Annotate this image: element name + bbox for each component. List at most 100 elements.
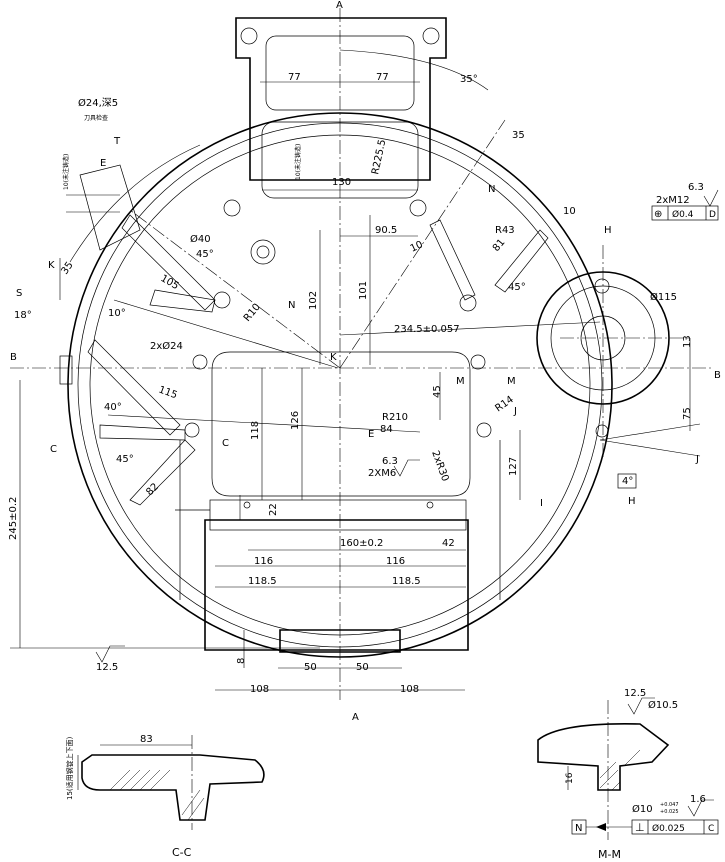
dim-102: 102: [308, 291, 319, 310]
marker-c-left: C: [50, 444, 57, 455]
dia-40: Ø40: [190, 233, 211, 245]
r14: R14: [493, 394, 515, 414]
dim-118-5-right: 118.5: [392, 576, 421, 587]
dim-10-mid: 10: [409, 239, 425, 254]
marker-e-mid: E: [368, 429, 374, 440]
dim-84: 84: [380, 424, 393, 435]
marker-s: S: [16, 288, 22, 299]
dim-50-left: 50: [304, 662, 317, 673]
mm-perp-datum: C: [708, 824, 714, 834]
marker-t: T: [113, 136, 121, 147]
marker-h-bottom: H: [628, 496, 636, 507]
angle-18: 18°: [14, 310, 32, 321]
angle-35: 35°: [460, 74, 478, 85]
mm-dia-10: Ø10: [632, 803, 653, 815]
dim-45: 45: [432, 385, 443, 398]
r225: R225.5: [370, 139, 388, 176]
dim-108-left: 108: [250, 684, 269, 695]
dim-10-top: 10: [563, 206, 576, 217]
dim-130: 130: [332, 177, 351, 188]
dim-245: 245±0.2: [8, 497, 19, 540]
housing-outline: [59, 17, 670, 658]
cc-dim-83: 83: [140, 734, 153, 745]
dim-10-left: 10(未注铸造): [62, 154, 70, 190]
dim-234: 234.5±0.057: [394, 324, 460, 335]
marker-e-top: E: [100, 158, 106, 169]
rough-6-3b: 6.3: [688, 182, 704, 193]
marker-c-mid: C: [222, 438, 229, 449]
dim-77-left: 77: [288, 72, 301, 83]
marker-m-left: M: [456, 376, 465, 387]
mm-title: M-M: [598, 848, 621, 861]
dim-77-right: 77: [376, 72, 389, 83]
dim-127: 127: [508, 457, 519, 476]
rough-6-3a: 6.3: [382, 456, 398, 467]
roughness-symbols: [95, 189, 719, 663]
marker-k-left: K: [48, 260, 55, 271]
marker-n-top: N: [488, 184, 495, 195]
angle-45-right: 45°: [508, 282, 526, 293]
position-tolerance-frame: ⊕ Ø0.4 D: [617, 205, 719, 489]
marker-j-mid: J: [513, 406, 517, 417]
mm-dia-10-5: Ø10.5: [648, 699, 678, 711]
cutter-check-note: 刀具检查: [84, 114, 108, 122]
r210: R210: [382, 412, 408, 423]
dim-82: 82: [144, 481, 161, 498]
marker-j-right: J: [695, 454, 699, 465]
dim-116-right: 116: [386, 556, 405, 567]
marker-b-right: B: [714, 370, 721, 381]
dia-24-note: Ø24,深5: [78, 97, 118, 109]
mm-perp-symbol: ⊥: [635, 821, 645, 834]
cc-dim-15: 15(适用钢锭上下面): [65, 736, 74, 800]
dim-35-top: 35: [512, 130, 525, 141]
tol-pos-value: Ø0.4: [672, 209, 694, 220]
dimension-lines: [10, 49, 701, 691]
mm-rough-1-6: 1.6: [690, 794, 706, 805]
dim-81: 81: [491, 237, 508, 254]
marker-i: I: [540, 498, 543, 509]
dim-118: 118: [250, 421, 261, 440]
angle-45a: 45°: [196, 249, 214, 260]
mm-tol-lower: +0.025: [660, 809, 679, 815]
marker-a-bottom: A: [352, 712, 359, 723]
dim-126: 126: [290, 411, 301, 430]
dim-13: 13: [682, 335, 693, 348]
dim-105: 105: [159, 273, 181, 292]
dim-115-left: 115: [157, 384, 179, 401]
two-xm12: 2xM12: [656, 195, 690, 206]
center-lines: [10, 8, 712, 700]
marker-m-right: M: [507, 376, 516, 387]
angle-10: 10°: [108, 308, 126, 319]
angle-45b: 45°: [116, 454, 134, 465]
section-cc: 83 15(适用钢锭上下面) C-C: [65, 734, 265, 859]
angle-4: 4°: [622, 476, 633, 487]
section-cc-hatch: [109, 769, 205, 821]
r10: R10: [242, 302, 263, 324]
section-mm: 12.5 Ø10.5 16 Ø10 +0.047 +0.025 1.6 N ⊥ …: [537, 688, 719, 861]
mm-datum-n: N: [575, 823, 582, 834]
dim-10-mach: 10(未注铸造): [294, 144, 302, 180]
dim-118-5-left: 118.5: [248, 576, 277, 587]
dim-101: 101: [358, 281, 369, 300]
mm-perp-value: Ø0.025: [652, 823, 685, 834]
dim-42: 42: [442, 538, 455, 549]
marker-h-top: H: [604, 225, 612, 236]
marker-n-mid: N: [288, 300, 295, 311]
marker-k-mid: K: [330, 352, 337, 363]
dimension-labels: A 77 77 35° Ø24,深5 刀具检查 T E 10(未注铸造) 130…: [8, 0, 721, 723]
dia-115: Ø115: [650, 291, 677, 303]
dim-90-5: 90.5: [375, 225, 397, 236]
tol-pos-symbol: ⊕: [654, 209, 662, 220]
mm-tol-upper: +0.047: [660, 802, 679, 808]
mm-dim-16: 16: [565, 772, 575, 784]
marker-a-top: A: [336, 0, 343, 11]
dim-116-left: 116: [254, 556, 273, 567]
dim-108-right: 108: [400, 684, 419, 695]
r43: R43: [495, 225, 515, 236]
r30: 2xR30: [429, 449, 450, 483]
cc-title: C-C: [172, 846, 192, 859]
dim-160: 160±0.2: [340, 538, 383, 549]
mm-rough-12-5: 12.5: [624, 688, 646, 699]
dim-8: 8: [236, 658, 247, 664]
